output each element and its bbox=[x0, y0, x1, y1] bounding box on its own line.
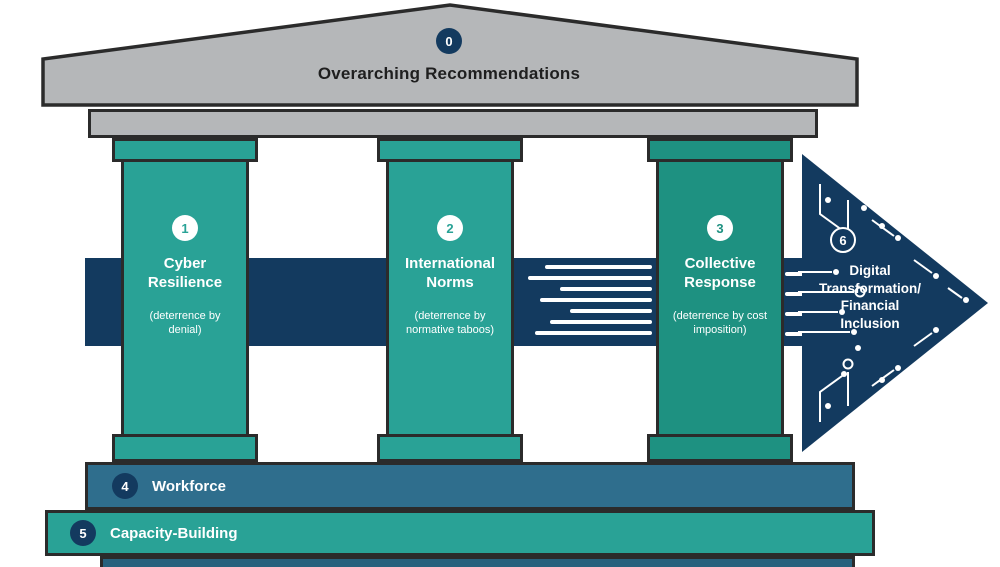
entablature-beam bbox=[88, 109, 818, 138]
pillar-shaft bbox=[656, 162, 784, 434]
pillar-title: Collective Response bbox=[684, 255, 756, 291]
number-badge-6: 6 bbox=[830, 227, 856, 253]
pillar-capital bbox=[112, 138, 258, 162]
pillar-capital bbox=[647, 138, 793, 162]
pillar-capital bbox=[377, 138, 523, 162]
pillar-subtitle: (deterrence by normative taboos) bbox=[405, 309, 495, 336]
step-workforce-label: Workforce bbox=[152, 477, 226, 495]
step-capacity-building: 5 Capacity-Building bbox=[45, 510, 875, 556]
circuit-pattern bbox=[798, 184, 963, 422]
pillar-base bbox=[377, 434, 523, 462]
step-workforce: 4 Workforce bbox=[85, 462, 855, 510]
pillar-subtitle: (deterrence by denial) bbox=[149, 309, 221, 336]
pillar-title: Cyber Resilience bbox=[147, 255, 223, 291]
pillar-title: International Norms bbox=[404, 255, 495, 291]
arrow-title: Digital Transformation/ Financial Inclus… bbox=[818, 263, 921, 331]
number-badge-2: 2 bbox=[437, 215, 463, 241]
speed-lines bbox=[528, 265, 808, 336]
number-badge-0: 0 bbox=[436, 28, 462, 54]
pediment-title: Overarching Recommendations bbox=[317, 64, 581, 83]
pillar-cyber-resilience: 1 Cyber Resilience (deterrence by denial… bbox=[112, 138, 258, 462]
number-badge-1: 1 bbox=[172, 215, 198, 241]
step-capacity-building-label: Capacity-Building bbox=[110, 524, 238, 542]
pillar-base bbox=[647, 434, 793, 462]
pillar-shaft bbox=[386, 162, 514, 434]
pediment-shape bbox=[41, 3, 859, 107]
pillar-base bbox=[112, 434, 258, 462]
pillar-subtitle: (deterrence by cost imposition) bbox=[672, 309, 768, 336]
step-base bbox=[100, 556, 855, 567]
pillar-shaft bbox=[121, 162, 249, 434]
pillar-collective-response: 3 Collective Response (deterrence by cos… bbox=[647, 138, 793, 462]
number-badge-5: 5 bbox=[70, 520, 96, 546]
pillar-international-norms: 2 International Norms (deterrence by nor… bbox=[377, 138, 523, 462]
number-badge-3: 3 bbox=[707, 215, 733, 241]
number-badge-4: 4 bbox=[112, 473, 138, 499]
